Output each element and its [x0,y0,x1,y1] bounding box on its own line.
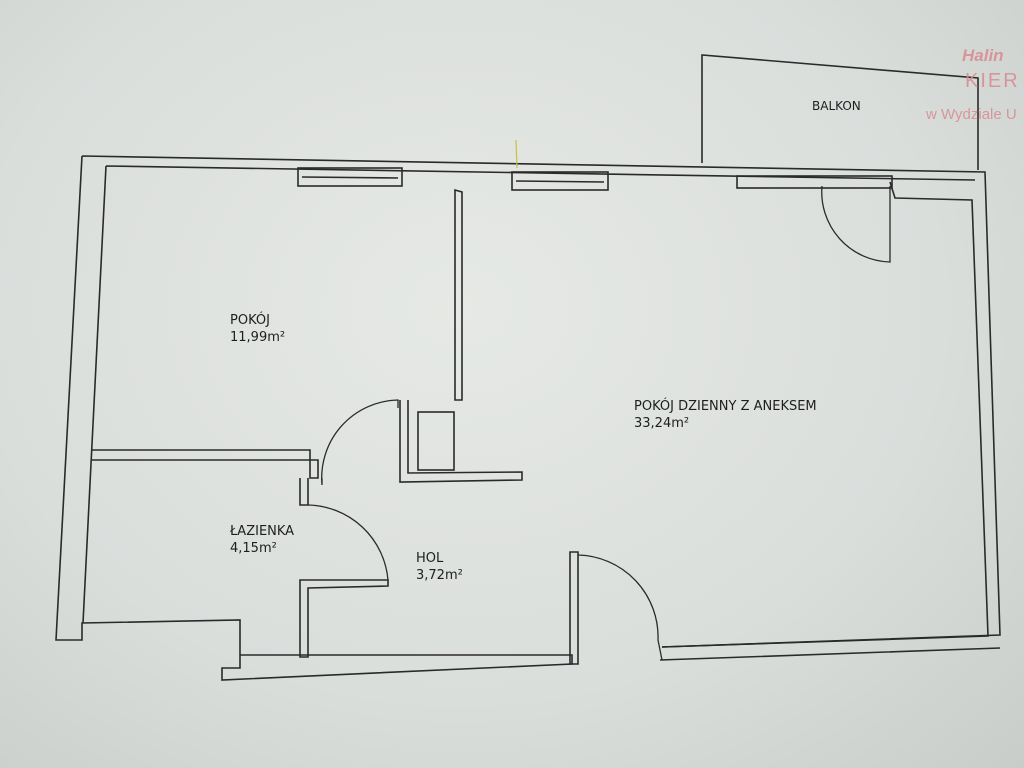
room-living: POKÓJ DZIENNY Z ANEKSEM 33,24m² [634,398,817,432]
doors [307,185,891,661]
balcony-outline [701,54,979,170]
shaft [417,411,455,471]
room-name: ŁAZIENKA [230,524,295,539]
wall-hol-living [569,551,579,665]
room-area: 3,72m² [416,568,463,583]
yellow-mark [515,139,518,169]
room-area: 11,99m² [230,330,286,345]
outer-wall-inner [661,181,989,648]
room-name: POKÓJ [230,313,270,328]
windows [297,167,893,191]
wall-pokoj-living [399,188,523,483]
room-name: HOL [416,551,444,566]
stamp-line-3: w Wydziale U [926,106,1017,123]
balcony-label: BALKON [812,99,861,113]
room-name: POKÓJ DZIENNY Z ANEKSEM [634,399,817,414]
room-pokoj: POKÓJ 11,99m² [230,312,285,346]
room-hall: HOL 3,72m² [416,550,463,584]
room-area: 33,24m² [634,416,690,431]
stamp-line-1: Halin [962,46,1004,65]
wall-bath-pokoj [92,449,319,479]
outer-wall [55,155,1001,681]
room-area: 4,15m² [230,541,277,556]
stamp-line-2: KIER [965,70,1020,92]
room-bathroom: ŁAZIENKA 4,15m² [230,523,294,557]
